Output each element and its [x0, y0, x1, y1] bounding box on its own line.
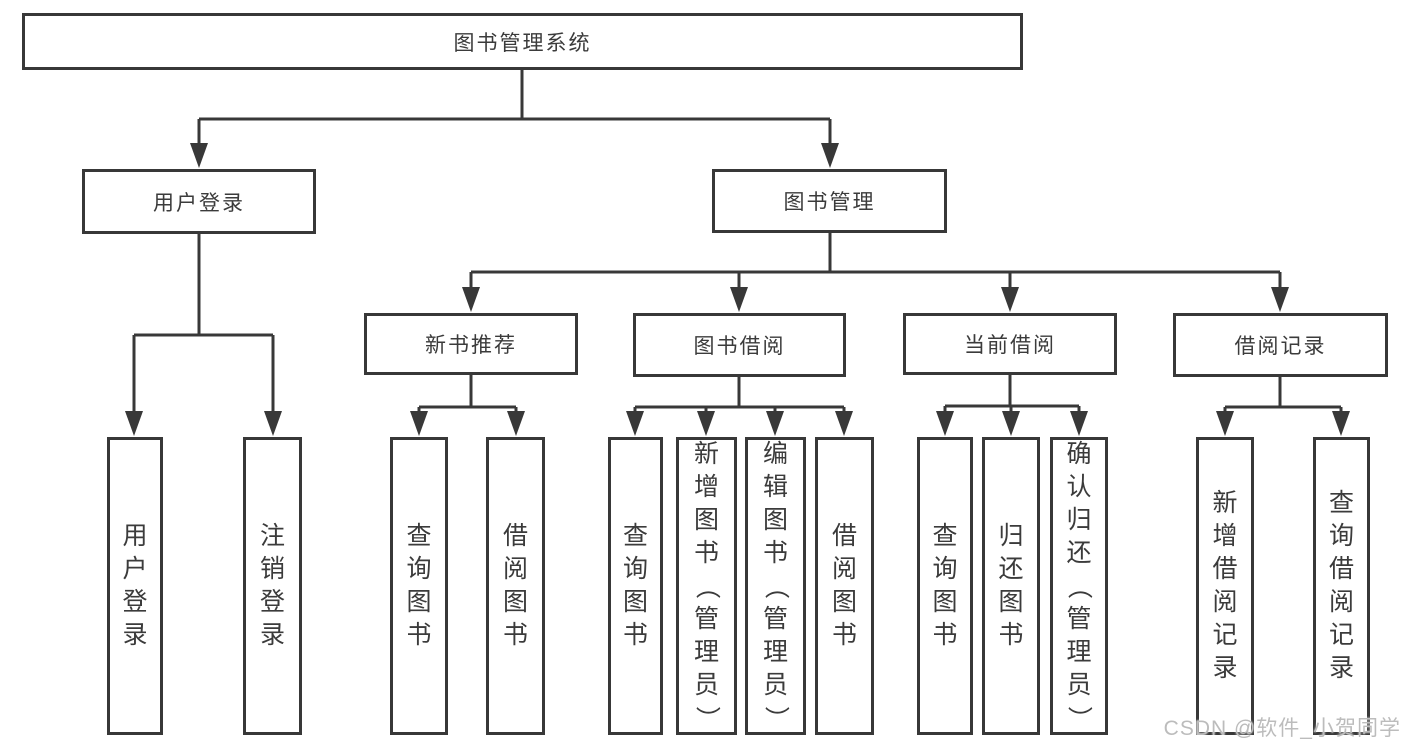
arrowhead [1002, 411, 1020, 436]
node-label: 借阅图书 [831, 522, 857, 649]
node-book-management-system: 图书管理系统 [22, 13, 1023, 70]
leaf-confirm-return-admin: 确认归还（管理员） [1050, 437, 1108, 735]
node-label: 新增借阅记录 [1212, 489, 1238, 682]
leaf-query-books-3: 查询图书 [917, 437, 973, 735]
node-label: 图书借阅 [693, 335, 786, 358]
arrowhead [697, 411, 715, 436]
connector-borrow-records-to-leaves [1216, 377, 1350, 436]
leaf-return-books: 归还图书 [982, 437, 1040, 735]
arrowhead [264, 411, 282, 436]
connector-root-to-level2 [190, 69, 839, 168]
connector-user-login-to-leaves [125, 234, 282, 436]
leaf-query-borrow-record: 查询借阅记录 [1313, 437, 1370, 735]
arrowhead [730, 287, 748, 312]
arrowhead [1001, 287, 1019, 312]
arrowhead [626, 411, 644, 436]
connector-current-borrow-to-leaves [936, 375, 1088, 436]
node-label: 查询图书 [932, 522, 958, 649]
arrowhead [507, 411, 525, 436]
node-label: 用户登录 [122, 522, 148, 649]
node-label: 归还图书 [998, 522, 1024, 649]
arrowhead [462, 287, 480, 312]
arrowhead [1216, 411, 1234, 436]
node-user-login: 用户登录 [82, 169, 316, 234]
arrowhead [766, 411, 784, 436]
csdn-watermark: CSDN @软件_小贺同学 [1163, 717, 1401, 740]
leaf-add-book-admin: 新增图书（管理员） [676, 437, 737, 735]
leaf-query-books-1: 查询图书 [390, 437, 448, 735]
leaf-add-borrow-record: 新增借阅记录 [1196, 437, 1254, 735]
node-label: 图书管理 [783, 191, 876, 214]
arrowhead [1271, 287, 1289, 312]
arrowhead [125, 411, 143, 436]
arrowhead [190, 143, 208, 168]
node-label: 查询借阅记录 [1328, 489, 1354, 682]
node-label: 查询图书 [406, 522, 432, 649]
node-label: 编辑图书（管理员） [761, 439, 790, 731]
node-label: 借阅记录 [1234, 335, 1327, 358]
arrowhead [835, 411, 853, 436]
node-book-management: 图书管理 [712, 169, 947, 233]
node-label: 新书推荐 [425, 334, 517, 357]
arrowhead [1070, 411, 1088, 436]
leaf-user-login: 用户登录 [107, 437, 163, 735]
node-label: 确认归还（管理员） [1065, 439, 1094, 731]
node-new-book-recommend: 新书推荐 [364, 313, 578, 375]
node-label: 查询图书 [622, 522, 648, 649]
leaf-borrow-books-1: 借阅图书 [486, 437, 545, 735]
node-label: 注销登录 [259, 522, 285, 649]
node-label: 借阅图书 [502, 522, 528, 649]
node-label: 图书管理系统 [453, 31, 592, 55]
connector-book-mgmt-to-level3 [462, 233, 1289, 312]
node-label: 当前借阅 [964, 334, 1056, 357]
connector-new-book-rec-to-leaves [410, 375, 525, 436]
leaf-edit-book-admin: 编辑图书（管理员） [745, 437, 806, 735]
leaf-logout: 注销登录 [243, 437, 302, 735]
connector-book-borrow-to-leaves [626, 377, 853, 436]
node-borrow-records: 借阅记录 [1173, 313, 1388, 377]
leaf-borrow-books-2: 借阅图书 [815, 437, 874, 735]
arrowhead [936, 411, 954, 436]
leaf-query-books-2: 查询图书 [608, 437, 663, 735]
node-label: 用户登录 [153, 191, 245, 215]
node-book-borrow: 图书借阅 [633, 313, 846, 377]
arrowhead [1332, 411, 1350, 436]
arrowhead [410, 411, 428, 436]
arrowhead [821, 143, 839, 168]
node-label: 新增图书（管理员） [692, 439, 721, 731]
node-current-borrow: 当前借阅 [903, 313, 1117, 375]
